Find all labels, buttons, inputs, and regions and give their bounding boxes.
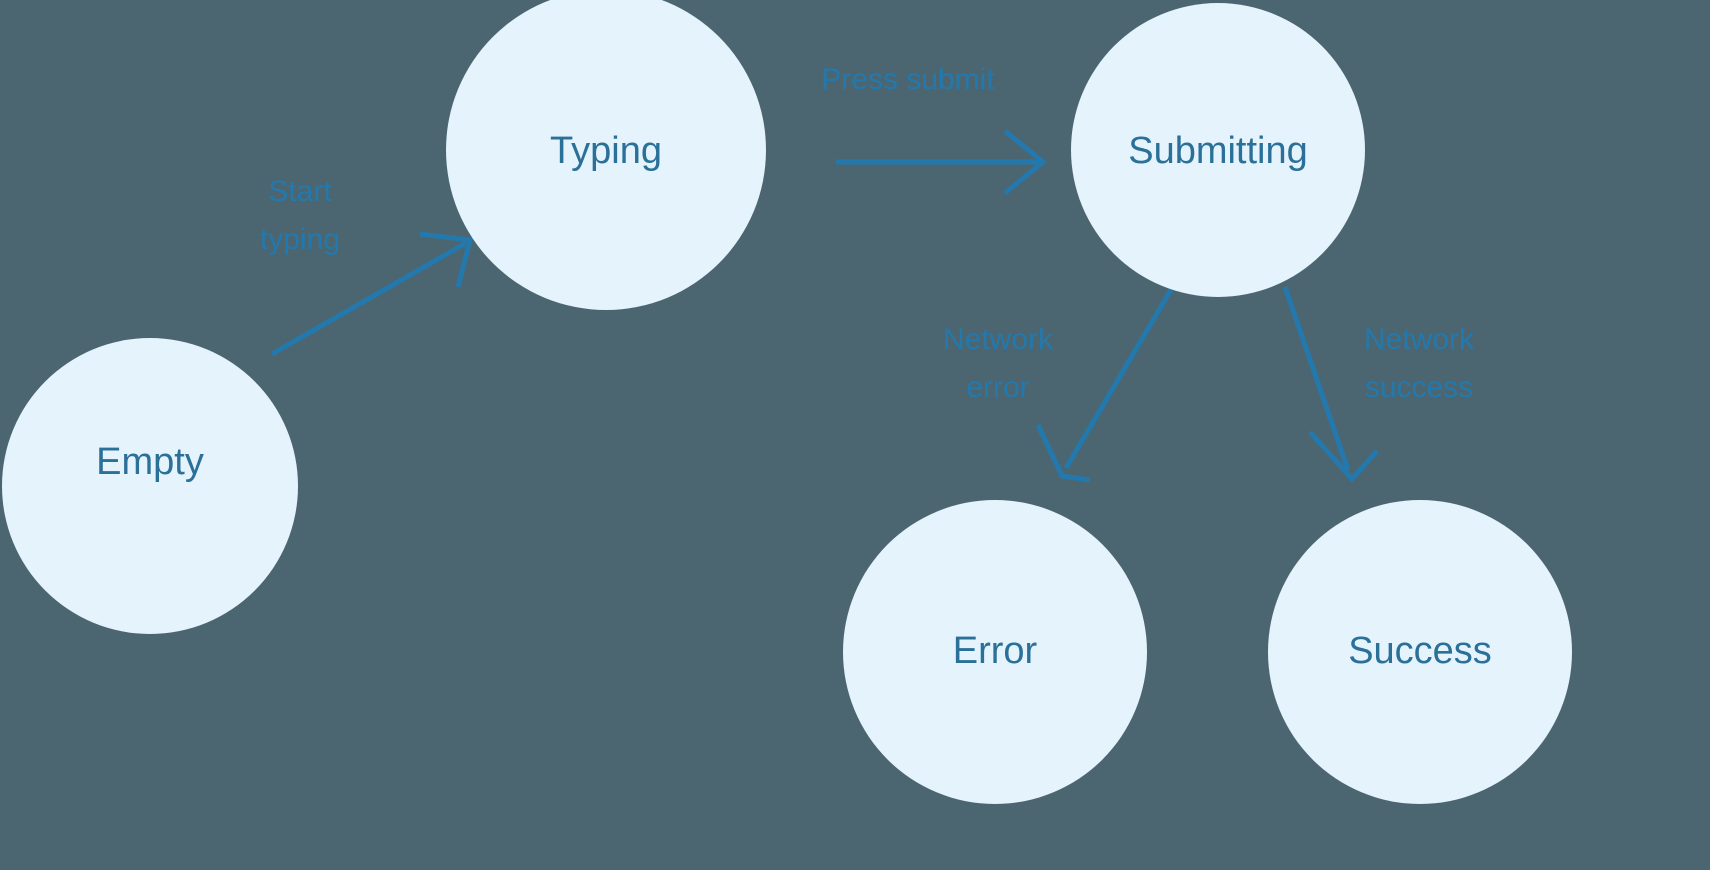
state-node-empty-circle — [2, 338, 298, 634]
state-node-submitting[interactable]: Submitting — [1071, 3, 1365, 297]
edge-submitting-to-success[interactable] — [1282, 286, 1379, 483]
edge-typing-to-submitting[interactable] — [836, 129, 1047, 195]
edge-label-submitting-to-error-line2: error — [966, 371, 1029, 404]
arrowhead-submitting-to-success — [1308, 430, 1379, 483]
state-node-success[interactable]: Success — [1268, 500, 1572, 804]
state-node-empty-label: Empty — [96, 441, 204, 483]
arrowhead-typing-to-submitting — [1003, 129, 1047, 195]
state-node-success-circle — [1268, 500, 1572, 804]
state-node-typing[interactable]: Typing — [446, 0, 766, 310]
state-node-typing-label: Typing — [550, 130, 662, 172]
state-node-error[interactable]: Error — [843, 500, 1147, 804]
arrowhead-submitting-to-error — [1035, 423, 1091, 483]
edge-label-submitting-to-error-line1: Network — [943, 323, 1054, 356]
edge-submitting-to-error[interactable] — [1035, 286, 1175, 483]
arrowhead-empty-to-typing — [419, 231, 474, 288]
edge-line-empty-to-typing — [270, 240, 468, 357]
edge-label-empty-to-typing-line1: Start — [268, 175, 332, 208]
state-node-empty[interactable]: Empty — [2, 338, 298, 634]
state-node-error-label: Error — [953, 630, 1038, 672]
edge-label-submitting-to-success-line2: success — [1365, 371, 1473, 404]
edge-line-submitting-to-error — [1063, 286, 1175, 470]
edge-label-submitting-to-success-line1: Network — [1364, 323, 1475, 356]
state-node-typing-circle — [446, 0, 766, 310]
edge-line-submitting-to-success — [1282, 286, 1351, 471]
state-node-submitting-label: Submitting — [1128, 130, 1308, 172]
edge-label-empty-to-typing-line2: typing — [260, 223, 340, 256]
state-node-submitting-circle — [1071, 3, 1365, 297]
state-node-success-label: Success — [1348, 630, 1492, 672]
edge-label-typing-to-submitting-line1: Press submit — [821, 63, 995, 96]
edge-empty-to-typing[interactable] — [270, 231, 474, 357]
state-node-error-circle — [843, 500, 1147, 804]
